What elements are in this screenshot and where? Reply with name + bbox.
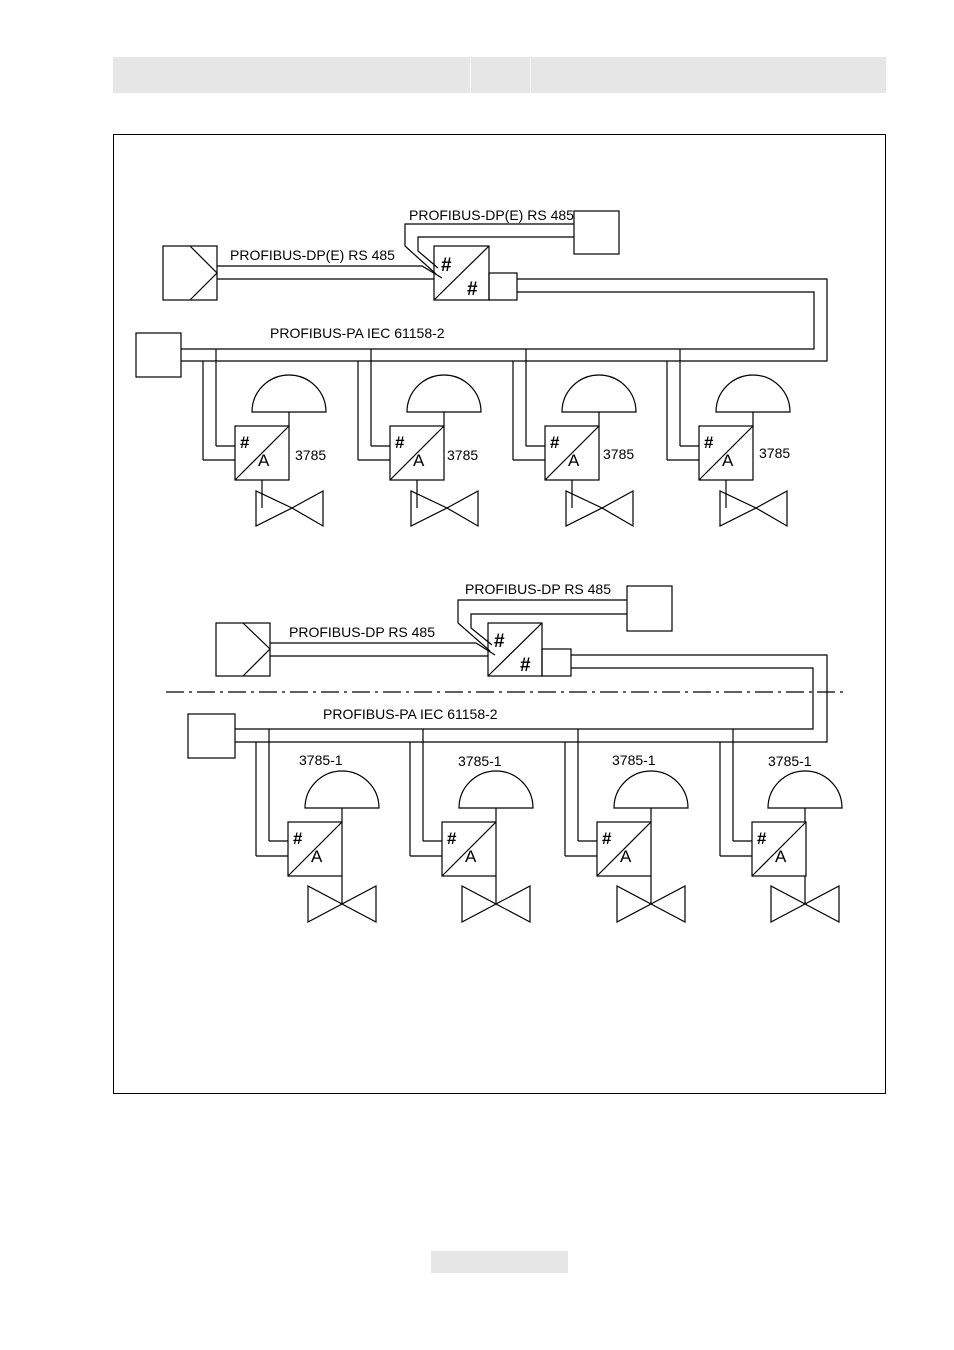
- device-digital-symbol: #: [240, 433, 250, 452]
- pa-terminator-box: [188, 714, 235, 758]
- device-3785: [203, 349, 326, 526]
- dp-left-label: PROFIBUS-DP(E) RS 485: [230, 247, 395, 263]
- pa-terminator-box: [136, 333, 181, 377]
- dp-top-label: PROFIBUS-DP RS 485: [465, 581, 611, 597]
- dp-station-box: [627, 586, 672, 631]
- device-label: 3785-1: [612, 752, 656, 768]
- device-label: 3785: [759, 445, 790, 461]
- device-digital-symbol: #: [550, 433, 560, 452]
- coupler-digital-symbol: #: [441, 255, 452, 276]
- coupler-digital-symbol: #: [467, 279, 478, 300]
- device-label: 3785-1: [458, 753, 502, 769]
- device-analog-symbol: A: [413, 451, 425, 470]
- device-digital-symbol: #: [602, 829, 612, 848]
- device-analog-symbol: A: [258, 451, 270, 470]
- device-digital-symbol: #: [447, 829, 457, 848]
- device-analog-symbol: A: [775, 847, 787, 866]
- pa-bus-label: PROFIBUS-PA IEC 61158-2: [323, 706, 498, 722]
- dp-station-box: [574, 211, 619, 254]
- device-3785: [513, 349, 636, 526]
- device-3785: [667, 349, 790, 526]
- device-label: 3785: [295, 447, 326, 463]
- device-label: 3785: [447, 447, 478, 463]
- dp-master-symbol: [190, 246, 217, 300]
- dp-top-label: PROFIBUS-DP(E) RS 485: [409, 207, 574, 223]
- coupler-power-unit: [489, 273, 517, 300]
- dp-master-box: [216, 623, 270, 676]
- dp-master-box: [163, 246, 217, 300]
- dp-cable-left: [270, 643, 495, 655]
- dp-master-symbol: [243, 623, 270, 676]
- device-digital-symbol: #: [395, 433, 405, 452]
- dp-cable-left: [217, 266, 442, 278]
- device-analog-symbol: A: [311, 847, 323, 866]
- device-digital-symbol: #: [757, 829, 767, 848]
- device-analog-symbol: A: [568, 451, 580, 470]
- coupler-power-unit: [542, 649, 571, 676]
- network-diagram-dp: [166, 586, 846, 922]
- coupler-digital-symbol: #: [520, 655, 531, 676]
- device-analog-symbol: A: [620, 847, 632, 866]
- device-3785: [358, 349, 481, 526]
- device-digital-symbol: #: [293, 829, 303, 848]
- dp-left-label: PROFIBUS-DP RS 485: [289, 624, 435, 640]
- footer-bar: [431, 1251, 568, 1273]
- device-digital-symbol: #: [704, 433, 714, 452]
- pa-bus-line: [235, 668, 813, 729]
- device-analog-symbol: A: [465, 847, 477, 866]
- device-label: 3785: [603, 446, 634, 462]
- device-label: 3785-1: [299, 752, 343, 768]
- coupler-digital-symbol: #: [494, 631, 505, 652]
- device-label: 3785-1: [768, 753, 812, 769]
- device-analog-symbol: A: [722, 451, 734, 470]
- pa-bus-label: PROFIBUS-PA IEC 61158-2: [270, 325, 445, 341]
